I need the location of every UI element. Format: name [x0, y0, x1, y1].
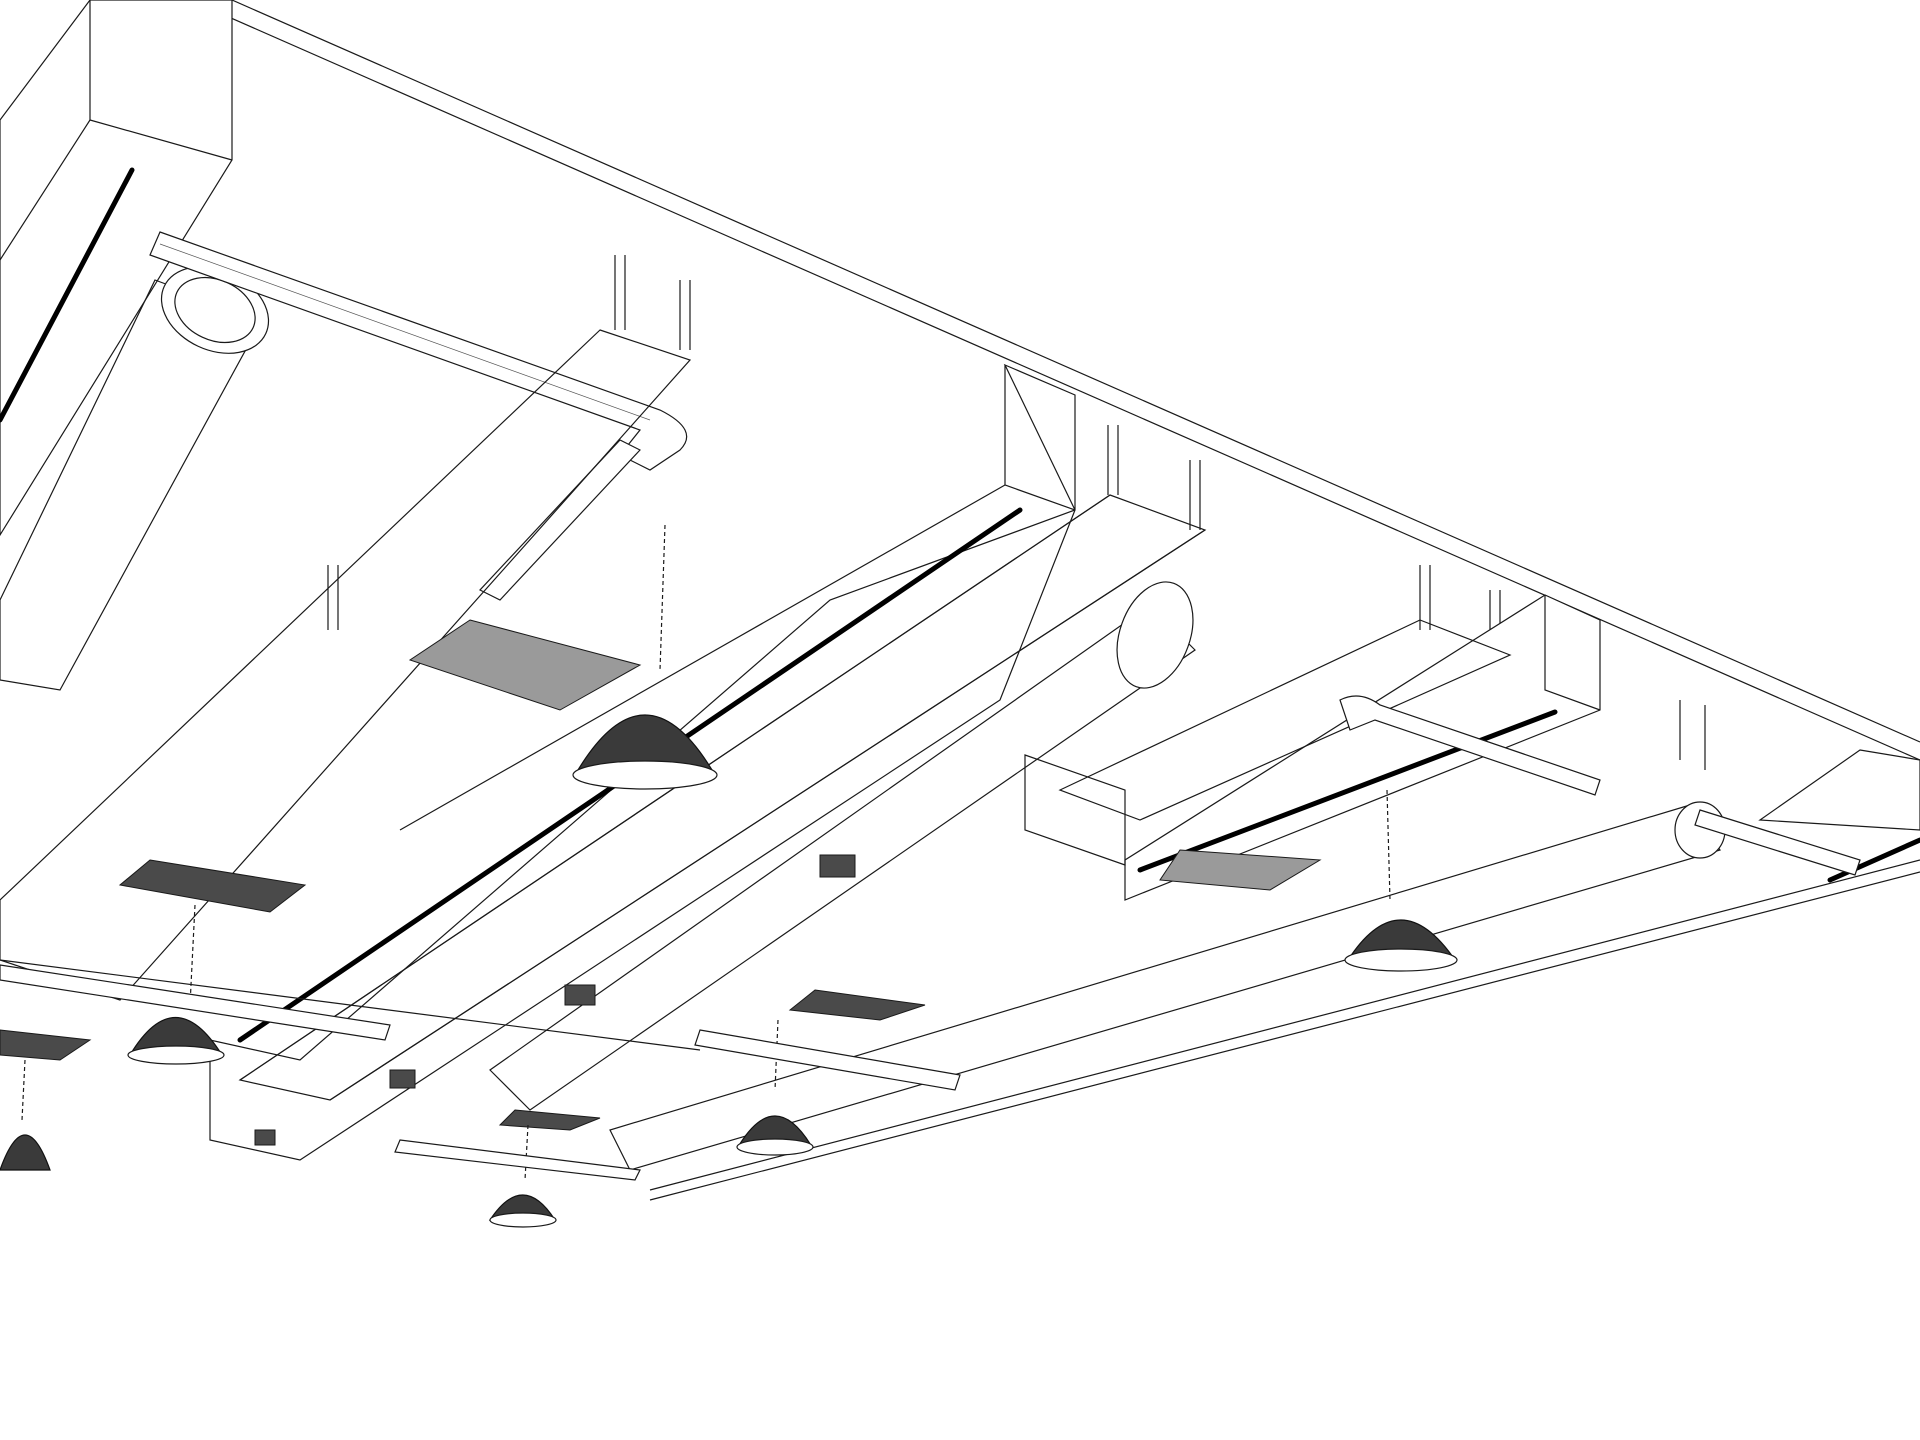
ceiling-slab	[189, 0, 1920, 761]
rect-duct-upper-left	[0, 0, 233, 537]
diffuser-center	[408, 619, 642, 711]
pendant-lamp-5	[736, 1019, 814, 1156]
diffuser-lower-center	[788, 989, 926, 1021]
cable-tray-right	[1058, 619, 1512, 821]
diffuser-right	[1159, 849, 1322, 891]
pendant-lamp-4	[1344, 789, 1458, 972]
pendant-lamp-1	[572, 524, 718, 790]
round-duct-center	[489, 581, 1196, 1111]
diffuser-bottom	[498, 1109, 601, 1131]
rect-duct-far-right	[1758, 749, 1920, 883]
louver-box	[1024, 754, 1126, 866]
pendant-lamp-2	[127, 904, 225, 1065]
pipe-run-upper	[149, 231, 688, 601]
pendant-lamp-3	[0, 1059, 51, 1171]
rect-duct-right	[1124, 594, 1601, 901]
wall-vents	[254, 854, 856, 1146]
pipe-run-right	[1339, 695, 1861, 876]
pendant-lamps	[0, 524, 1458, 1228]
diffuser-left	[118, 859, 307, 913]
duct-lower-edges	[0, 859, 1920, 1201]
pendant-lamp-6	[488, 1124, 557, 1228]
diffuser-far-left	[0, 1029, 92, 1061]
diffusers	[0, 619, 1322, 1131]
cross-pipes	[0, 964, 961, 1181]
